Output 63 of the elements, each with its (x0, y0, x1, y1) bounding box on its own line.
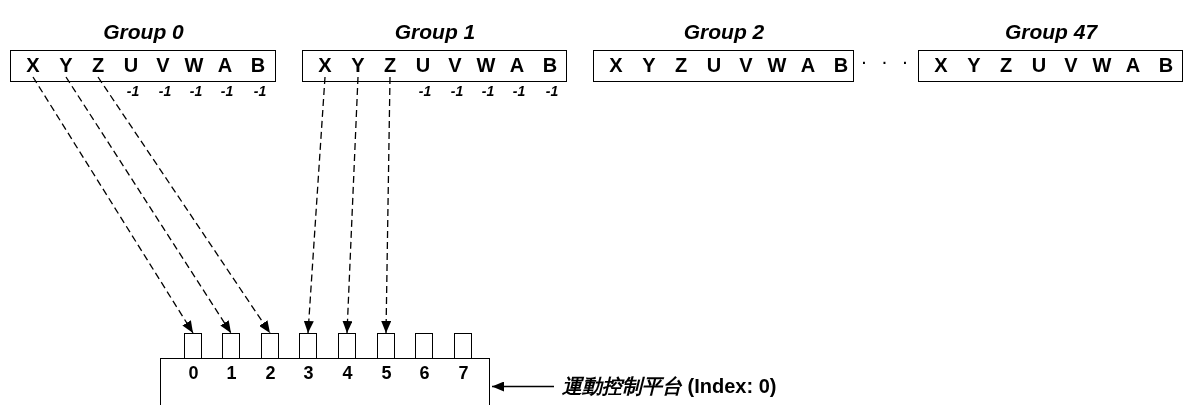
offset-value: -1 (252, 83, 268, 99)
axis-letter: B (249, 53, 267, 77)
group-title: Group 1 (393, 20, 477, 44)
axis-letter: Y (966, 53, 982, 77)
offset-value: -1 (480, 83, 496, 99)
dashed-arrow (32, 76, 194, 334)
axis-letter: V (1063, 53, 1079, 77)
axis-letter: A (216, 53, 234, 77)
port-number: 7 (457, 363, 470, 383)
axis-letter: U (414, 53, 432, 77)
axis-letter: V (447, 53, 463, 77)
axis-letter: W (475, 53, 497, 77)
offset-value: -1 (219, 83, 235, 99)
axis-letter: W (766, 53, 788, 77)
port-number: 1 (225, 363, 238, 383)
axis-letter: Z (673, 53, 689, 77)
axis-letter: Z (90, 53, 106, 77)
offset-value: -1 (157, 83, 173, 99)
offset-value: -1 (125, 83, 141, 99)
axis-letter: Z (382, 53, 398, 77)
ellipsis: · · · (862, 55, 914, 71)
port-number: 5 (380, 363, 393, 383)
port-number: 3 (302, 363, 315, 383)
port-number: 4 (341, 363, 354, 383)
axis-letter: B (1157, 53, 1175, 77)
axis-letter: U (705, 53, 723, 77)
port-number: 0 (187, 363, 200, 383)
group-title: Group 0 (102, 20, 185, 44)
dashed-arrow (381, 76, 392, 334)
axis-letter: A (799, 53, 817, 77)
axis-letter: U (122, 53, 140, 77)
port-number: 6 (418, 363, 431, 383)
axis-letter: U (1030, 53, 1048, 77)
dashed-arrow (342, 76, 359, 334)
group-title: Group 47 (1003, 20, 1099, 44)
port-number: 2 (264, 363, 277, 383)
axis-letter: Y (641, 53, 657, 77)
axis-letter: Y (350, 53, 366, 77)
offset-value: -1 (511, 83, 527, 99)
axis-letter: A (1124, 53, 1142, 77)
axis-letter: X (608, 53, 624, 77)
axis-letter: V (155, 53, 171, 77)
axis-letter: Z (998, 53, 1014, 77)
axis-letter: X (317, 53, 333, 77)
axis-letter: B (541, 53, 559, 77)
dashed-arrow (303, 76, 326, 334)
offset-value: -1 (449, 83, 465, 99)
axis-letter: A (508, 53, 526, 77)
dashed-arrow (65, 76, 232, 334)
offset-value: -1 (417, 83, 433, 99)
dashed-arrow (97, 76, 271, 334)
offset-value: -1 (544, 83, 560, 99)
group-title: Group 2 (682, 20, 766, 44)
axis-letter: B (832, 53, 850, 77)
offset-value: -1 (188, 83, 204, 99)
platform-label: 運動控制平台 (Index: 0) (562, 373, 777, 400)
axis-letter: X (25, 53, 41, 77)
axis-letter: X (933, 53, 949, 77)
axis-letter: V (738, 53, 754, 77)
axis-letter: Y (58, 53, 74, 77)
axis-letter: W (183, 53, 205, 77)
axis-letter: W (1091, 53, 1113, 77)
arrow (491, 381, 555, 392)
